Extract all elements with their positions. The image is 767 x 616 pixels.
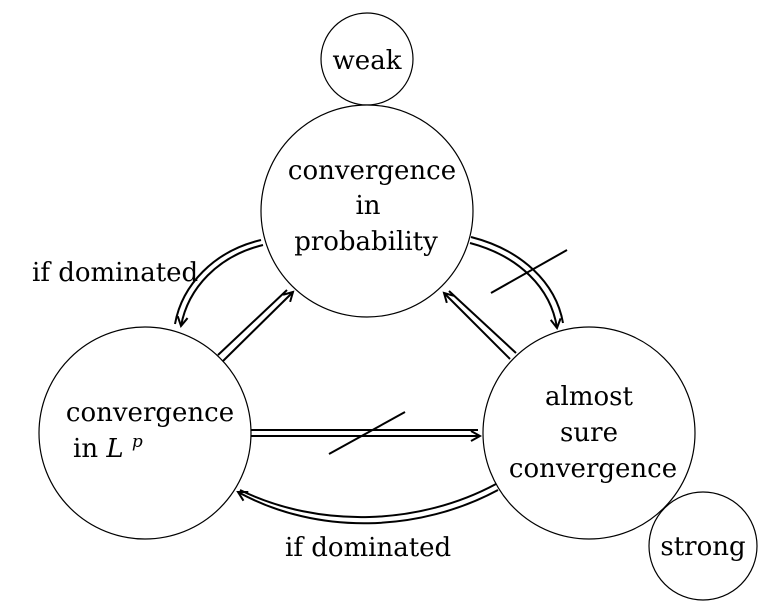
lp-math-L: L bbox=[105, 434, 123, 464]
negation-slash-probability-to-almost-sure bbox=[490, 249, 568, 294]
arrow-lp-to-probability bbox=[217, 289, 293, 362]
weak-label: weak bbox=[333, 46, 402, 76]
probability-node: convergence in probability bbox=[260, 104, 474, 318]
label-almost-sure-to-lp: if dominated bbox=[285, 533, 451, 563]
strong-node: strong bbox=[648, 491, 758, 601]
lp-line-1: convergence bbox=[66, 398, 234, 428]
arrow-probability-to-lp bbox=[174, 239, 264, 326]
lp-math-p: p bbox=[132, 432, 143, 452]
probability-line-3: probability bbox=[294, 227, 438, 257]
almost-sure-line-2: sure bbox=[560, 418, 618, 448]
negation-slash-lp-to-almost-sure bbox=[328, 411, 406, 455]
probability-line-2: in bbox=[355, 191, 380, 221]
weak-node: weak bbox=[320, 12, 414, 106]
lp-line-2: in L p bbox=[73, 432, 143, 464]
arrow-almost-sure-to-lp bbox=[238, 483, 499, 525]
lp-line-2-prefix: in bbox=[73, 434, 106, 464]
almost-sure-line-3: convergence bbox=[509, 454, 677, 484]
strong-label: strong bbox=[660, 532, 745, 562]
arrow-almost-sure-to-probability bbox=[444, 290, 517, 360]
probability-line-1: convergence bbox=[288, 156, 456, 186]
almost-sure-node: almost sure convergence bbox=[482, 326, 696, 540]
arrow-lp-to-almost-sure-negated bbox=[251, 411, 480, 455]
lp-node: convergence in L p bbox=[38, 326, 252, 540]
label-probability-to-lp: if dominated bbox=[32, 258, 198, 288]
almost-sure-line-1: almost bbox=[545, 382, 633, 412]
arrow-probability-to-almost-sure-negated bbox=[469, 236, 568, 328]
